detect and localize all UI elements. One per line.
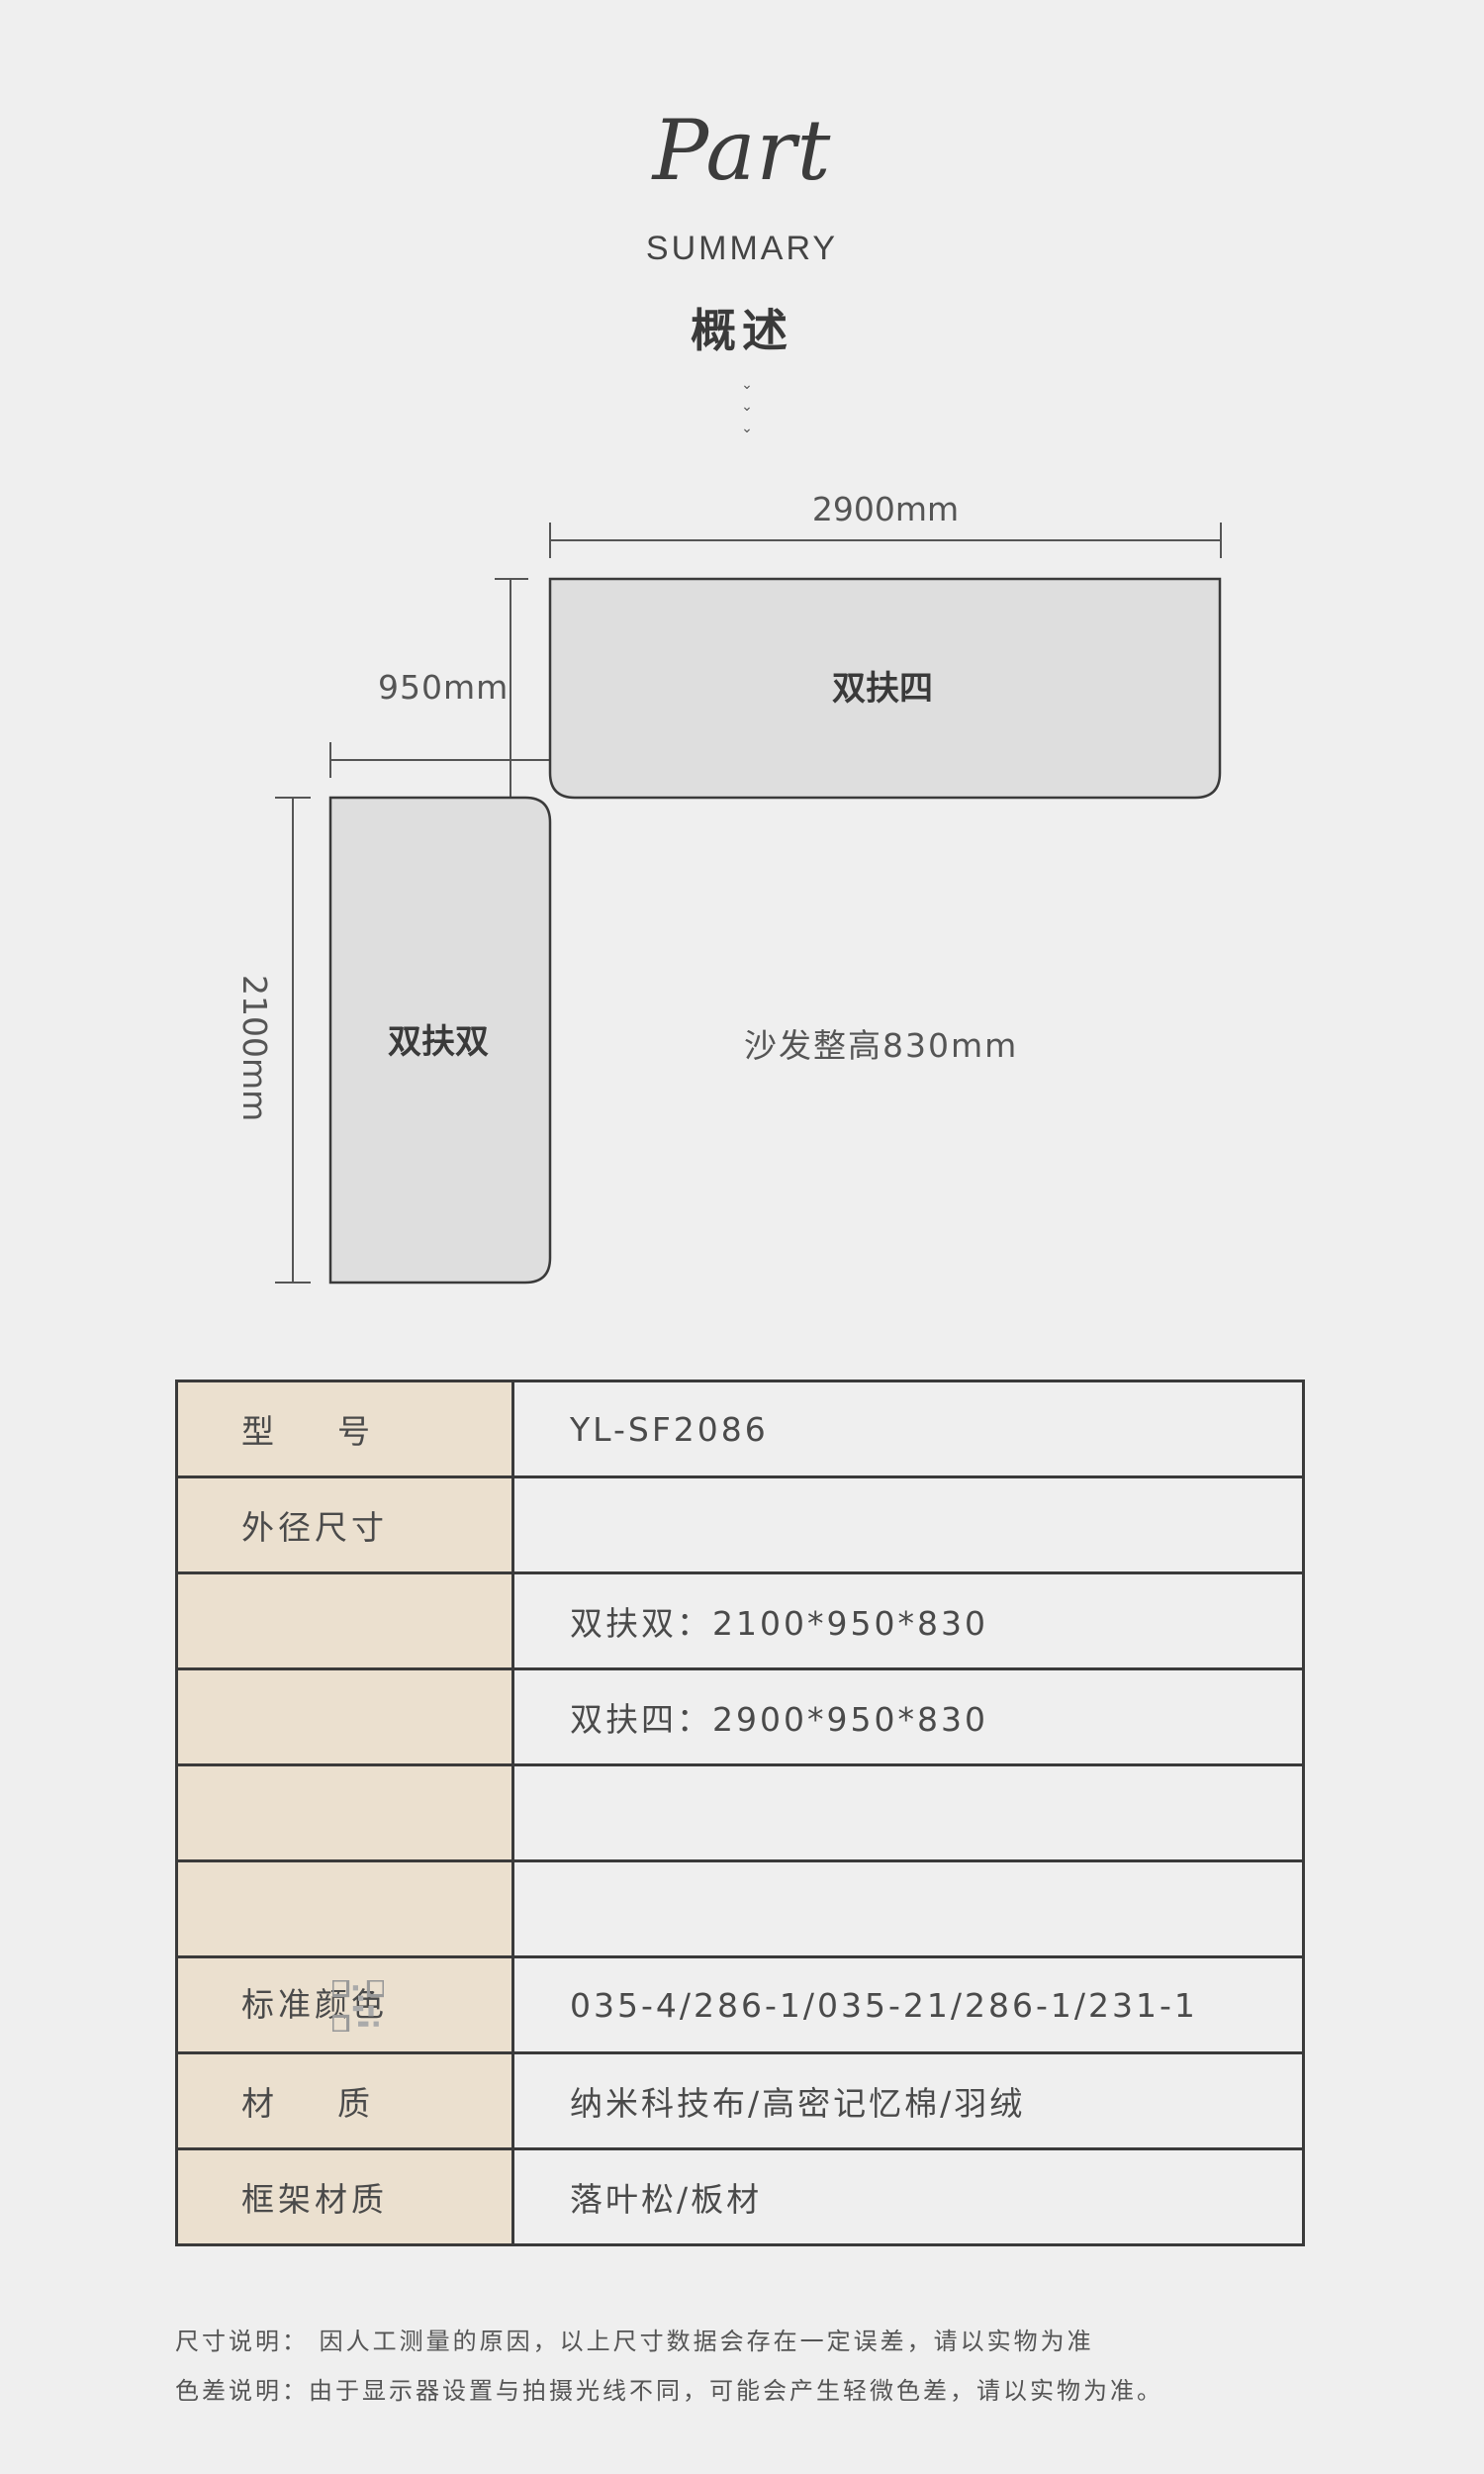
spec-key: 材质 <box>175 2051 514 2150</box>
width-label: 2900mm <box>812 490 959 528</box>
spec-key <box>175 1667 514 1766</box>
spec-value: 双扶双：2100*950*830 <box>511 1571 1305 1670</box>
table-row: 双扶双：2100*950*830 <box>175 1571 1305 1670</box>
spec-key <box>175 1859 514 1958</box>
part-title: Part <box>652 102 832 199</box>
spec-key: 标准颜色 <box>175 1955 514 2054</box>
spec-key-label: 标准颜色 <box>241 1984 388 2024</box>
spec-value: 双扶四：2900*950*830 <box>511 1667 1305 1766</box>
table-row: 材质 纳米科技布/高密记忆棉/羽绒 <box>175 2051 1305 2150</box>
summary-heading: SUMMARY <box>645 230 839 267</box>
spec-value: 035-4/286-1/035-21/286-1/231-1 <box>511 1955 1305 2054</box>
spec-table: 型号 YL-SF2086 外径尺寸 双扶双：2100*950*830 双扶四：2… <box>175 1380 1305 2246</box>
width-dimension-line <box>549 523 1222 558</box>
chevron-down-icon: ⌄⌄⌄ <box>741 377 753 436</box>
table-row: 标准颜色 035-4/286-1/035-21/286-1/231-1 <box>175 1955 1305 2054</box>
spec-value <box>511 1859 1305 1958</box>
table-row <box>175 1859 1305 1958</box>
color-disclaimer: 色差说明：由于显示器设置与拍摄光线不同，可能会产生轻微色差，请以实物为准。 <box>175 2377 1163 2405</box>
sofa-dimension-diagram: 2900mm 950mm 2100mm 双扶四 双扶双 <box>235 490 1222 1285</box>
table-row: 外径尺寸 <box>175 1475 1305 1574</box>
spec-value: 落叶松/板材 <box>511 2147 1305 2246</box>
spec-key: 框架材质 <box>175 2147 514 2246</box>
spec-value <box>511 1763 1305 1862</box>
size-disclaimer: 尺寸说明： 因人工测量的原因，以上尺寸数据会存在一定误差，请以实物为准 <box>175 2328 1094 2355</box>
depth-label: 950mm <box>378 668 509 707</box>
depth-dimension-line <box>329 578 550 798</box>
table-row <box>175 1763 1305 1862</box>
spec-key <box>175 1571 514 1670</box>
length-label: 2100mm <box>235 975 274 1121</box>
spec-key: 外径尺寸 <box>175 1475 514 1574</box>
spec-key-label: 材质 <box>241 2084 433 2123</box>
overview-title: 概述 <box>691 304 793 357</box>
table-row: 框架材质 落叶松/板材 <box>175 2147 1305 2246</box>
table-row: 型号 YL-SF2086 <box>175 1380 1305 1478</box>
spec-key: 型号 <box>175 1380 514 1478</box>
spec-key <box>175 1763 514 1862</box>
spec-key-label: 型号 <box>241 1412 433 1451</box>
height-note: 沙发整高830mm <box>744 1026 1019 1065</box>
sofa-piece-left <box>328 796 552 1285</box>
spec-value: YL-SF2086 <box>511 1380 1305 1478</box>
spec-value <box>511 1475 1305 1574</box>
qr-code-icon <box>332 1980 384 2033</box>
sofa-piece-left-label: 双扶双 <box>388 1022 489 1062</box>
length-dimension-line <box>275 797 311 1284</box>
table-row: 双扶四：2900*950*830 <box>175 1667 1305 1766</box>
spec-value: 纳米科技布/高密记忆棉/羽绒 <box>511 2051 1305 2150</box>
sofa-piece-top <box>548 577 1222 800</box>
sofa-piece-top-label: 双扶四 <box>832 669 933 709</box>
